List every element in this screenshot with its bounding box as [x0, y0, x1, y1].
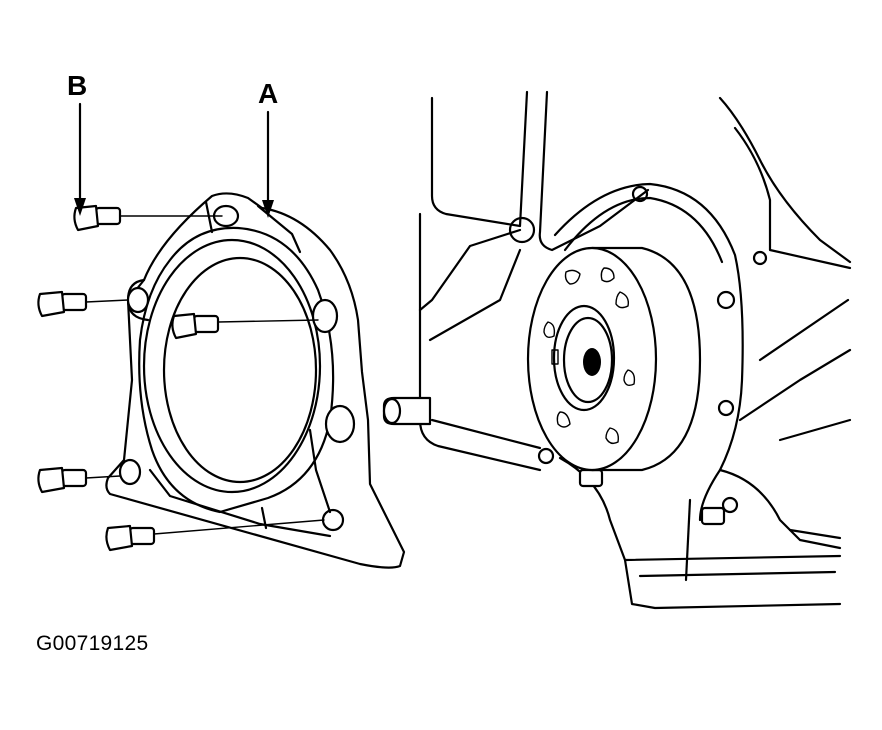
callout-arrow-b: [74, 102, 86, 216]
callout-label-b: B: [67, 70, 88, 101]
engine-block: [382, 90, 852, 610]
crankshaft-flange: [526, 246, 702, 472]
figure-id: G00719125: [36, 632, 149, 655]
rear-seal-retainer: [105, 192, 406, 569]
callout-label-a: A: [258, 78, 279, 109]
bolt-upper-left: [37, 290, 129, 318]
callout-arrow-a: [262, 110, 274, 218]
bolt-bottom: [105, 519, 325, 552]
bolt-center: [171, 312, 319, 340]
bolt-lower-left: [37, 466, 121, 494]
